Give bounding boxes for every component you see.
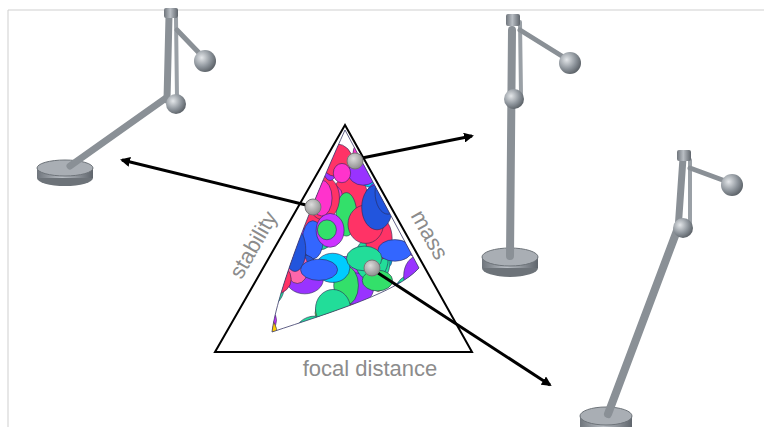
illustration-part	[482, 14, 581, 277]
illustration-part	[389, 167, 421, 197]
illustration-part	[247, 104, 437, 355]
illustration-part	[510, 30, 512, 256]
illustration-part	[580, 150, 743, 427]
illustration-part	[295, 316, 335, 352]
illustration-part	[520, 30, 565, 58]
illustration-part	[316, 289, 351, 327]
illustration-part	[506, 14, 520, 26]
illustration-part	[366, 303, 386, 327]
illustration-part	[310, 120, 334, 163]
illustration-part	[256, 318, 277, 354]
illustration-part	[378, 301, 416, 338]
illustration-part	[333, 163, 350, 182]
illustration-part	[272, 130, 419, 332]
illustration-part	[253, 116, 279, 137]
illustration-part	[8, 10, 9, 427]
illustration-part	[375, 131, 413, 163]
illustration-part	[255, 104, 291, 146]
illustration-part	[386, 154, 419, 176]
illustration-part	[364, 260, 380, 276]
illustration-part	[305, 199, 321, 215]
illustration-part	[362, 136, 472, 158]
illustration-part	[37, 160, 93, 176]
illustration-part	[167, 16, 169, 100]
illustration-part	[254, 267, 284, 305]
illustration-part	[396, 275, 430, 305]
illustration-part	[317, 220, 336, 240]
illustration-part	[262, 143, 280, 164]
illustration-part	[253, 142, 287, 181]
illustration-part	[403, 111, 422, 140]
illustration-part	[365, 310, 394, 344]
illustration-part	[396, 297, 435, 323]
illustration-part	[70, 98, 166, 166]
illustration-part	[408, 317, 425, 337]
illustration-part	[559, 52, 581, 74]
axis-label: focal distance	[303, 358, 438, 380]
illustration-part	[368, 144, 387, 180]
illustration-part	[260, 264, 292, 294]
illustration-part	[366, 316, 401, 340]
illustration-part	[721, 174, 743, 196]
illustration-part	[378, 240, 412, 262]
illustration-part	[373, 298, 390, 324]
illustration-part	[257, 151, 292, 196]
illustration-part	[301, 259, 338, 280]
illustration-part	[281, 124, 304, 160]
illustration-part	[608, 228, 678, 414]
illustration-part	[261, 251, 287, 291]
illustration-part	[333, 321, 351, 351]
illustration-part	[166, 94, 186, 114]
illustration-part	[394, 291, 431, 334]
illustration-part	[37, 8, 216, 186]
illustration-part	[177, 30, 202, 56]
illustration-part	[374, 127, 412, 167]
illustration-part	[379, 171, 395, 196]
illustration-part	[383, 316, 422, 355]
illustration-part	[396, 156, 427, 178]
illustration-part	[359, 299, 376, 342]
illustration-part	[122, 160, 306, 205]
illustration-part	[677, 150, 691, 161]
illustration-part	[504, 89, 524, 109]
illustration-part	[347, 153, 363, 169]
illustration-part	[8, 10, 764, 11]
axis-label: stability	[226, 208, 282, 283]
illustration-part	[316, 213, 344, 247]
illustration-part	[215, 125, 472, 352]
illustration-part	[194, 50, 216, 72]
axis-label: mass	[407, 207, 452, 264]
illustration-part	[383, 291, 402, 332]
illustration-part	[390, 282, 414, 313]
illustration-part	[673, 218, 693, 238]
illustration-part	[164, 8, 178, 18]
